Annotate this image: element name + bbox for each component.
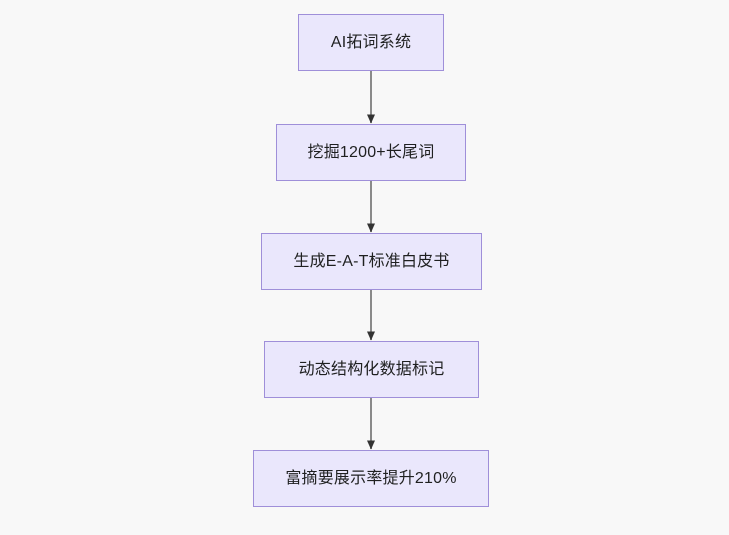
flow-node-ai-keyword-system[interactable]: AI拓词系统 [298, 14, 444, 71]
flow-node-label: AI拓词系统 [330, 33, 412, 51]
flow-node-generate-eat-whitepaper[interactable]: 生成E-A-T标准白皮书 [261, 233, 482, 290]
flow-node-dynamic-structured-data-markup[interactable]: 动态结构化数据标记 [264, 341, 479, 398]
flow-node-label: 挖掘1200+长尾词 [307, 143, 435, 161]
flow-node-label: 生成E-A-T标准白皮书 [293, 252, 450, 270]
flow-node-mine-longtail-keywords[interactable]: 挖掘1200+长尾词 [276, 124, 466, 181]
flow-node-label: 富摘要展示率提升210% [285, 469, 457, 487]
flow-node-label: 动态结构化数据标记 [298, 360, 445, 378]
flow-node-rich-snippet-rate-increase[interactable]: 富摘要展示率提升210% [253, 450, 489, 507]
